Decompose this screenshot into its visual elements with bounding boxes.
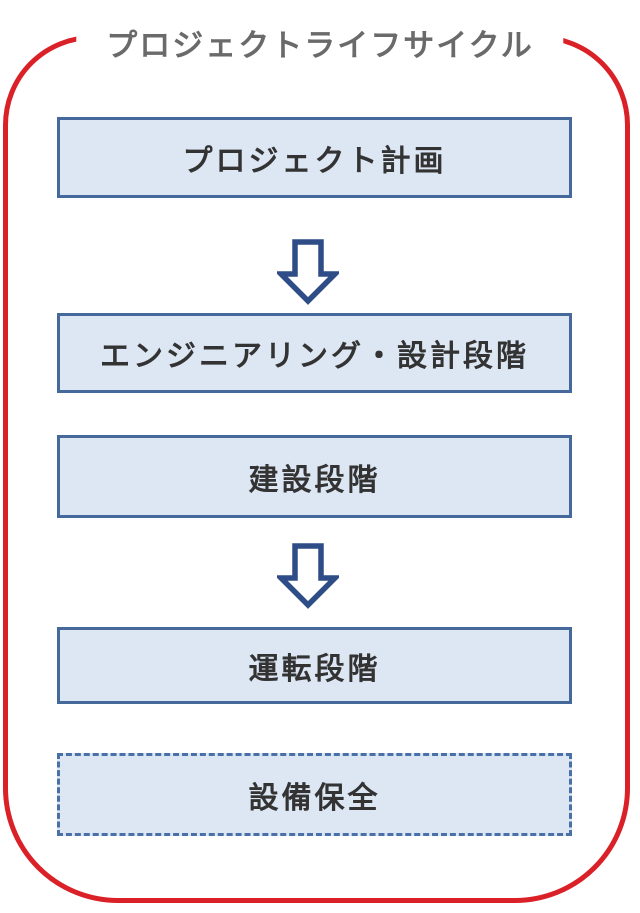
down-arrow-icon	[277, 239, 339, 305]
stage-box-operation: 運転段階	[57, 627, 572, 704]
diagram-title: プロジェクトライフサイクル	[76, 20, 564, 65]
stage-box-equipment-maintenance: 設備保全	[57, 753, 572, 836]
down-arrow-icon	[277, 543, 339, 609]
stage-box-engineering-design: エンジニアリング・設計段階	[57, 313, 572, 393]
stage-box-construction: 建設段階	[57, 435, 572, 518]
stage-box-project-planning: プロジェクト計画	[57, 117, 572, 198]
